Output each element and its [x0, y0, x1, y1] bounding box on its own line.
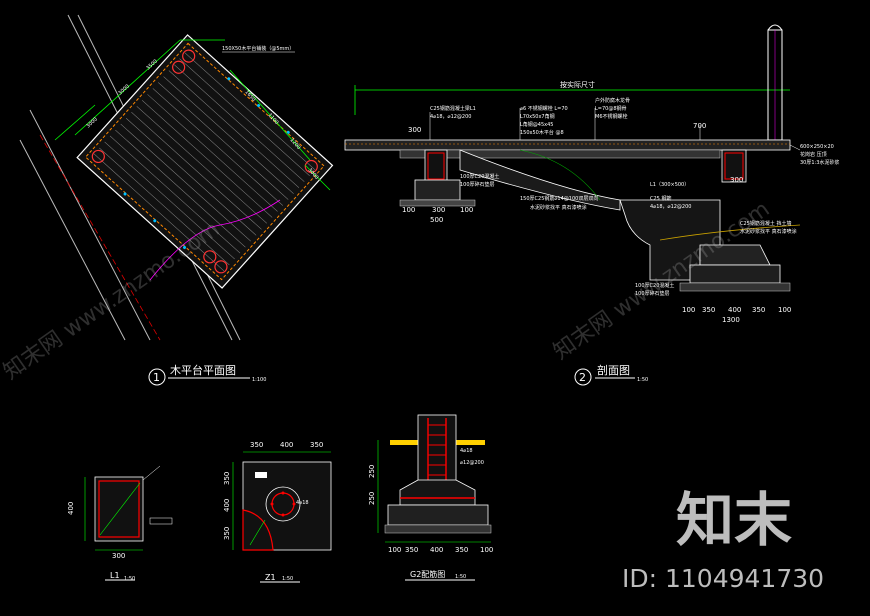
- section-dim-12: 1300: [722, 316, 740, 324]
- section-note-8: 户外防腐木龙骨: [595, 97, 630, 104]
- section-note-9: L=70@8钢骨: [595, 105, 627, 112]
- section-note-24: 30厚1:3水泥砂浆: [800, 159, 839, 166]
- l1-title: L1: [110, 571, 120, 580]
- section-top-note: 按实际尺寸: [560, 80, 595, 89]
- g2-dim-3: 400: [430, 546, 443, 554]
- watermark-site-1: 知末网 www.znzmo.com: [0, 217, 224, 385]
- section-dim-4: 100: [402, 206, 415, 214]
- z1-dim-left-1: 350: [223, 472, 231, 485]
- g2-scale: 1:50: [455, 574, 466, 580]
- plan-dim-2: 3000: [117, 84, 130, 97]
- section-note-4: L70x50x7角钢: [520, 113, 555, 120]
- section-dim-3: 300: [730, 176, 743, 184]
- section-title-number: 2: [579, 371, 586, 384]
- g2-note-2: ⌀12@200: [460, 460, 484, 466]
- plan-scale: 1:100: [252, 377, 266, 383]
- plan-note: 150X50木平台铺装（@5mm）: [222, 45, 294, 52]
- section-dim-10: 400: [728, 306, 741, 314]
- section-dim-7: 500: [430, 216, 443, 224]
- plan-dim-1: 3000: [85, 117, 98, 130]
- z1-dim-left-2: 400: [223, 499, 231, 512]
- section-note-18: C25钢筋混凝土 挡土墙: [740, 220, 791, 227]
- section-note-23: 花岗岩 压顶: [800, 151, 827, 158]
- g2-dim-4: 350: [455, 546, 468, 554]
- section-note-6: 150x50木平台 @8: [520, 129, 564, 136]
- detail-z1: 350 400 350 350 400 350 4⌀18 Z1 1:50: [223, 441, 332, 583]
- z1-dim-top-1: 350: [250, 441, 263, 449]
- watermark-logo: 知末: [676, 486, 792, 554]
- section-view: 按实际尺寸: [344, 24, 839, 386]
- z1-title: Z1: [265, 573, 276, 582]
- section-note-11: 100厚C20混凝土: [460, 173, 499, 180]
- section-note-19: 水泥砂浆找平 真石漆喷涂: [740, 228, 797, 235]
- watermark-id: ID: 1104941730: [622, 564, 824, 593]
- z1-dim-top-2: 400: [280, 441, 293, 449]
- g2-dim-2: 350: [405, 546, 418, 554]
- g2-dim-7: 250: [368, 492, 376, 505]
- z1-dim-top-3: 350: [310, 441, 323, 449]
- section-note-5: L角钢@45x45: [520, 121, 553, 128]
- section-note-3: ⌀6 不锈钢螺栓 L=70: [520, 105, 568, 112]
- plan-view: 3000 3000 3500 1650 1100 1200 3000 150X5…: [19, 14, 334, 386]
- section-note-2: 4⌀18，⌀12@200: [430, 114, 471, 120]
- z1-scale: 1:50: [282, 576, 293, 582]
- g2-note-1: 4⌀18: [460, 448, 473, 454]
- section-note-20: 100厚C20混凝土: [635, 282, 674, 289]
- g2-dim-1: 100: [388, 546, 401, 554]
- section-dim-13: 100: [778, 306, 791, 314]
- z1-note: 4⌀18: [296, 500, 309, 506]
- section-note-16: 4⌀18，⌀12@200: [650, 204, 691, 210]
- l1-dim-height: 400: [67, 502, 75, 515]
- detail-l1: 400 300 L1 1:50: [67, 465, 173, 582]
- g2-title: G2配筋图: [410, 569, 445, 579]
- section-dim-6: 100: [460, 206, 473, 214]
- section-dim-9: 350: [702, 306, 715, 314]
- section-note-17: L1（300×500）: [650, 182, 689, 188]
- section-dim-5: 300: [432, 206, 445, 214]
- z1-dim-left-3: 350: [223, 527, 231, 540]
- section-note-14: 水泥砂浆找平 真石漆喷涂: [530, 204, 587, 211]
- section-dim-8: 100: [682, 306, 695, 314]
- plan-title-number: 1: [153, 371, 160, 384]
- plan-title: 木平台平面图: [170, 363, 236, 377]
- section-dim-1: 300: [408, 126, 421, 134]
- section-note-22: 600×250×20: [800, 144, 834, 150]
- section-title: 剖面图: [597, 363, 630, 377]
- section-note-15: C25 钢筋: [650, 195, 671, 202]
- section-scale: 1:50: [637, 377, 648, 383]
- section-note-21: 100厚碎石垫层: [635, 290, 670, 297]
- section-note-10: M6不锈钢螺栓: [595, 113, 628, 120]
- l1-dim-width: 300: [112, 552, 125, 560]
- section-note-1: C25钢筋混凝土梁L1: [430, 105, 476, 112]
- section-dim-11: 350: [752, 306, 765, 314]
- section-dim-2: 700: [693, 122, 706, 130]
- g2-dim-6: 250: [368, 465, 376, 478]
- g2-dim-5: 100: [480, 546, 493, 554]
- section-note-13: 150厚C25钢筋⌀14@100双层双向: [520, 195, 598, 202]
- detail-g2: 100 350 400 350 100 250 250 4⌀18 ⌀12@200…: [368, 414, 493, 581]
- section-note-12: 100厚碎石垫层: [460, 181, 495, 188]
- l1-scale: 1:50: [124, 576, 135, 582]
